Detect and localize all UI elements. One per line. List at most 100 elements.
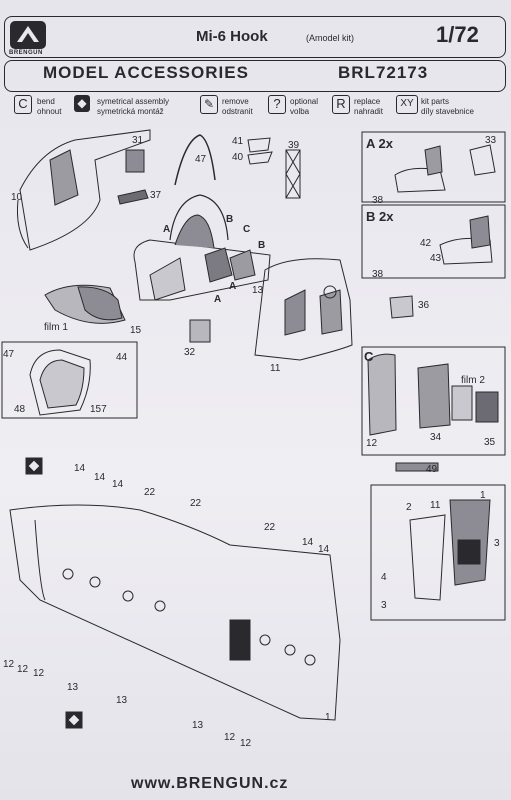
label-13a: 13 (67, 682, 79, 693)
part-36 (389, 295, 414, 319)
symmetrical-assembly-icon: ◆ (74, 95, 90, 112)
label-12c: 12 (33, 668, 45, 679)
scale-label: 1/72 (436, 22, 479, 47)
label-38a: 38 (372, 195, 384, 206)
label-40: 40 (232, 152, 244, 163)
label-41: 41 (232, 136, 244, 147)
label-39: 39 (288, 140, 300, 151)
bend-icon: C (14, 95, 32, 114)
part-41 (247, 137, 271, 153)
symmetrical-marker-icon (25, 457, 43, 475)
label-10: 10 (11, 192, 23, 203)
legend-replace-en: replace (354, 97, 381, 106)
accessories-heading: MODEL ACCESSORIES (43, 63, 249, 82)
legend-remove-en: remove (222, 97, 249, 106)
label-12a: 12 (3, 659, 15, 670)
label-32: 32 (184, 347, 196, 358)
label-13b: 13 (116, 695, 128, 706)
box-b-title: B 2x (366, 209, 394, 224)
label-12: 12 (366, 438, 378, 449)
part-39 (285, 149, 301, 199)
box-c-title: C (364, 349, 374, 364)
door-detail-frame (370, 484, 506, 621)
legend-symmetrical-cz: symetrická montáž (97, 107, 164, 116)
legend-optional-cz: volba (290, 107, 310, 116)
brengun-logo-icon (9, 20, 47, 54)
label-47a: 47 (195, 154, 207, 165)
label-14d: 14 (302, 537, 314, 548)
label-22c: 22 (264, 522, 276, 533)
label-A2: A (229, 281, 236, 292)
cockpit-nose-drawing (19, 129, 151, 251)
replace-icon: R (332, 95, 350, 114)
legend-bend-cz: ohnout (37, 107, 62, 116)
door-panel (229, 619, 251, 661)
label-12b: 12 (17, 664, 29, 675)
cabin-section-drawing (254, 258, 353, 361)
label-A1: A (163, 224, 170, 235)
label-33: 33 (485, 135, 497, 146)
part-37 (117, 189, 149, 205)
legend-symmetrical-en: symetrical assembly (97, 97, 170, 106)
part-31 (125, 149, 145, 173)
kit-parts-icon: XY (396, 95, 418, 114)
label-37: 37 (150, 190, 162, 201)
label-13: 13 (252, 285, 264, 296)
box-a-title: A 2x (366, 136, 394, 151)
legend-replace-cz: nahradit (354, 107, 383, 116)
brand-name: BRENGUN (9, 50, 43, 56)
label-15: 15 (130, 325, 142, 336)
footer-url: www.BRENGUN.cz (131, 775, 289, 792)
label-door-3a: 3 (494, 538, 500, 549)
label-film1: film 1 (44, 322, 68, 333)
cockpit-interior-drawing (133, 239, 271, 301)
label-C1: C (243, 224, 250, 235)
label-door-11: 11 (430, 500, 441, 511)
label-11: 11 (270, 363, 281, 374)
label-22b: 22 (190, 498, 202, 509)
windshield-detail-frame (1, 341, 138, 419)
legend-kitparts-cz: díly stavebnice (421, 107, 474, 116)
product-code: BRL72173 (338, 63, 429, 82)
header-frame (4, 16, 506, 58)
optional-icon: ? (268, 95, 286, 114)
box-a-frame (361, 131, 506, 203)
part-40 (247, 151, 273, 165)
canopy-frame-drawing (174, 134, 216, 186)
label-B2: B (258, 240, 265, 251)
label-42: 42 (420, 238, 432, 249)
label-34: 34 (430, 432, 442, 443)
model-subtitle: (Amodel kit) (306, 33, 355, 43)
remove-icon: ✎ (200, 95, 218, 114)
label-36: 36 (418, 300, 430, 311)
label-door-2: 2 (406, 502, 412, 513)
legend-kitparts-en: kit parts (421, 97, 450, 106)
label-43: 43 (430, 253, 442, 264)
label-38b: 38 (372, 269, 384, 280)
label-12d: 12 (224, 732, 236, 743)
label-157: 157 (90, 404, 107, 415)
model-title: Mi-6 Hook (196, 28, 268, 45)
label-31: 31 (132, 135, 144, 146)
label-22a: 22 (144, 487, 156, 498)
legend-remove-cz: odstranit (222, 107, 253, 116)
box-b-frame (361, 204, 506, 279)
part-32 (189, 319, 211, 343)
label-door-1: 1 (480, 490, 486, 501)
label-47b: 47 (3, 349, 15, 360)
label-film2: film 2 (461, 375, 485, 386)
label-door-4: 4 (381, 572, 387, 583)
legend-bend-en: bend (37, 97, 55, 106)
legend-optional-en: optional (290, 97, 319, 106)
box-c-frame (361, 346, 506, 456)
label-14c: 14 (112, 479, 124, 490)
label-48: 48 (14, 404, 26, 415)
label-12e: 12 (240, 738, 252, 749)
label-49: 49 (426, 464, 438, 475)
label-14b: 14 (94, 472, 106, 483)
label-door-3b: 3 (381, 600, 387, 611)
label-1: 1 (325, 712, 331, 723)
label-14a: 14 (74, 463, 86, 474)
label-A3: A (214, 294, 221, 305)
label-44: 44 (116, 352, 128, 363)
